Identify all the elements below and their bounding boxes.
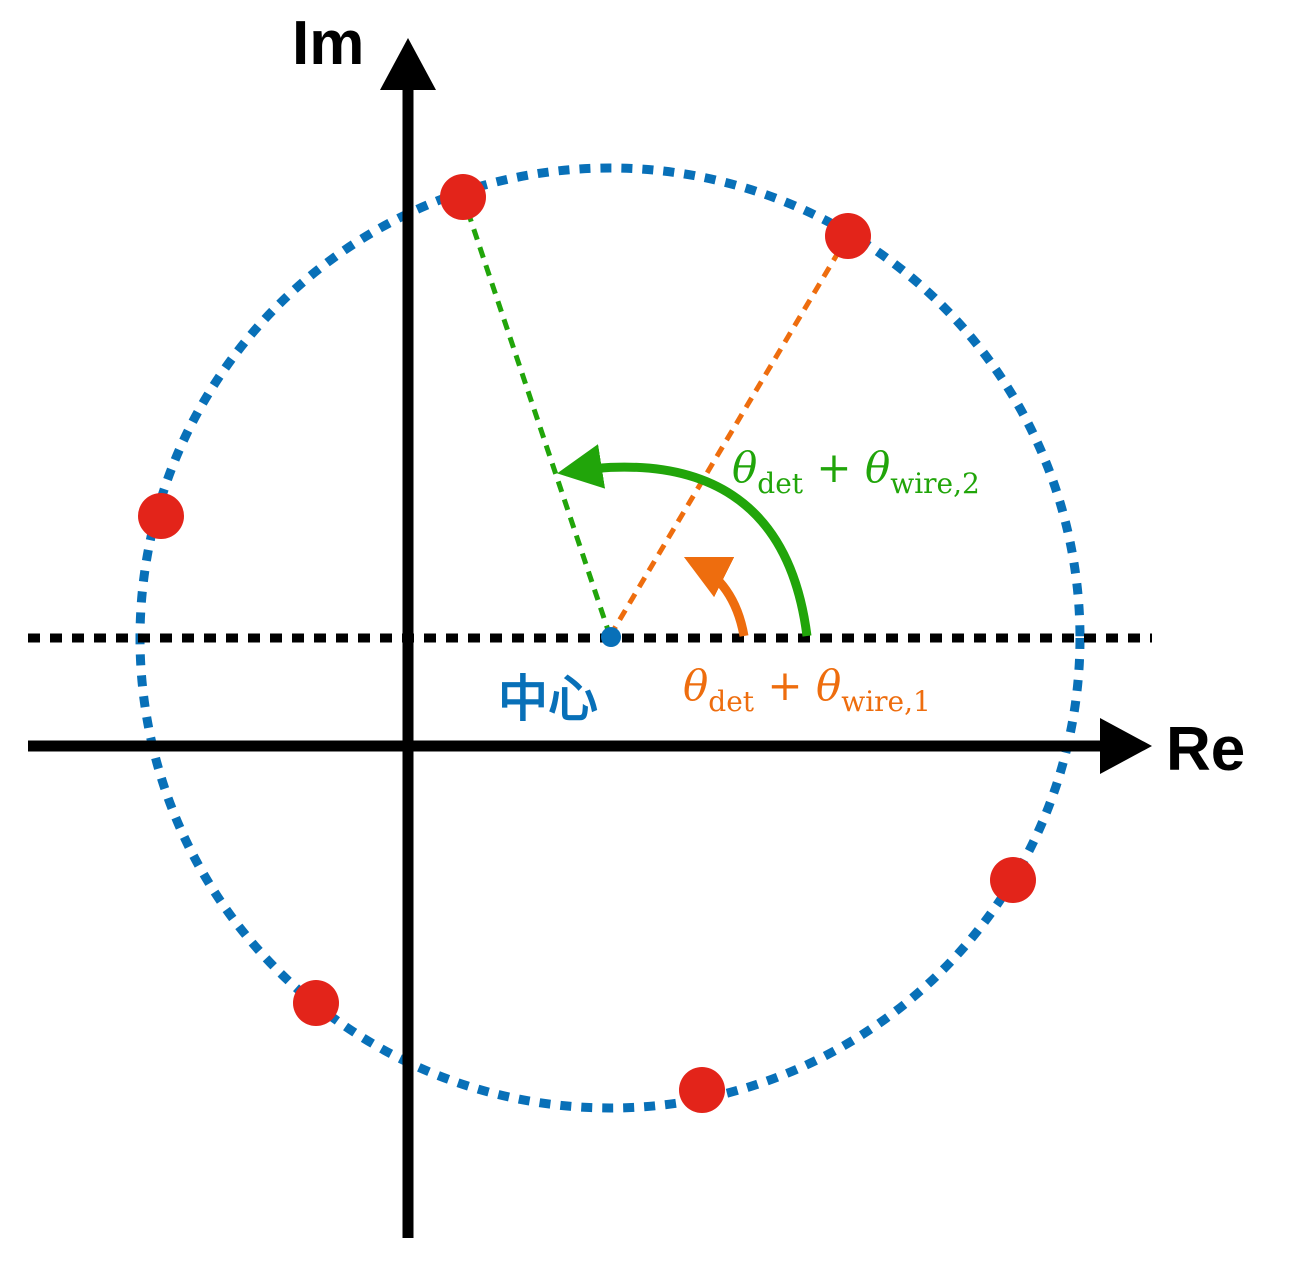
- angle-label-wire-1-plus: +: [754, 661, 816, 710]
- angle-label-wire-2: θdet + θwire,2: [732, 443, 980, 500]
- center-label: 中心: [498, 670, 598, 728]
- red-point: [138, 493, 184, 539]
- green-angle-arc: [557, 444, 812, 637]
- angle-label-wire-1-det-sub: det: [708, 685, 754, 718]
- red-point: [825, 213, 871, 259]
- angle-label-wire-2-plus: +: [803, 443, 865, 492]
- orange-angle-arc: [683, 556, 749, 637]
- center-point: [601, 627, 621, 647]
- imag-axis-label: Im: [292, 9, 364, 78]
- green-dashed-radius: [460, 196, 613, 637]
- real-axis-label: Re: [1166, 715, 1245, 784]
- red-point: [440, 174, 486, 220]
- angle-label-wire-2-wire-sub: wire,2: [890, 467, 980, 500]
- red-point: [293, 980, 339, 1026]
- angle-label-wire-1-theta-wire: θ: [816, 661, 841, 710]
- angle-label-wire-2-theta-wire: θ: [865, 443, 890, 492]
- angle-label-wire-1-wire-sub: wire,1: [841, 685, 931, 718]
- imag-axis-arrowhead: [380, 38, 436, 90]
- angle-label-wire-1-theta-det: θ: [683, 661, 708, 710]
- angle-label-wire-2-det-sub: det: [757, 467, 803, 500]
- orange-dashed-radius: [607, 234, 851, 638]
- red-point: [679, 1067, 725, 1113]
- real-axis-arrowhead: [1100, 718, 1152, 774]
- angle-label-wire-1: θdet + θwire,1: [683, 661, 931, 718]
- angle-label-wire-2-theta-det: θ: [732, 443, 757, 492]
- red-point: [990, 857, 1036, 903]
